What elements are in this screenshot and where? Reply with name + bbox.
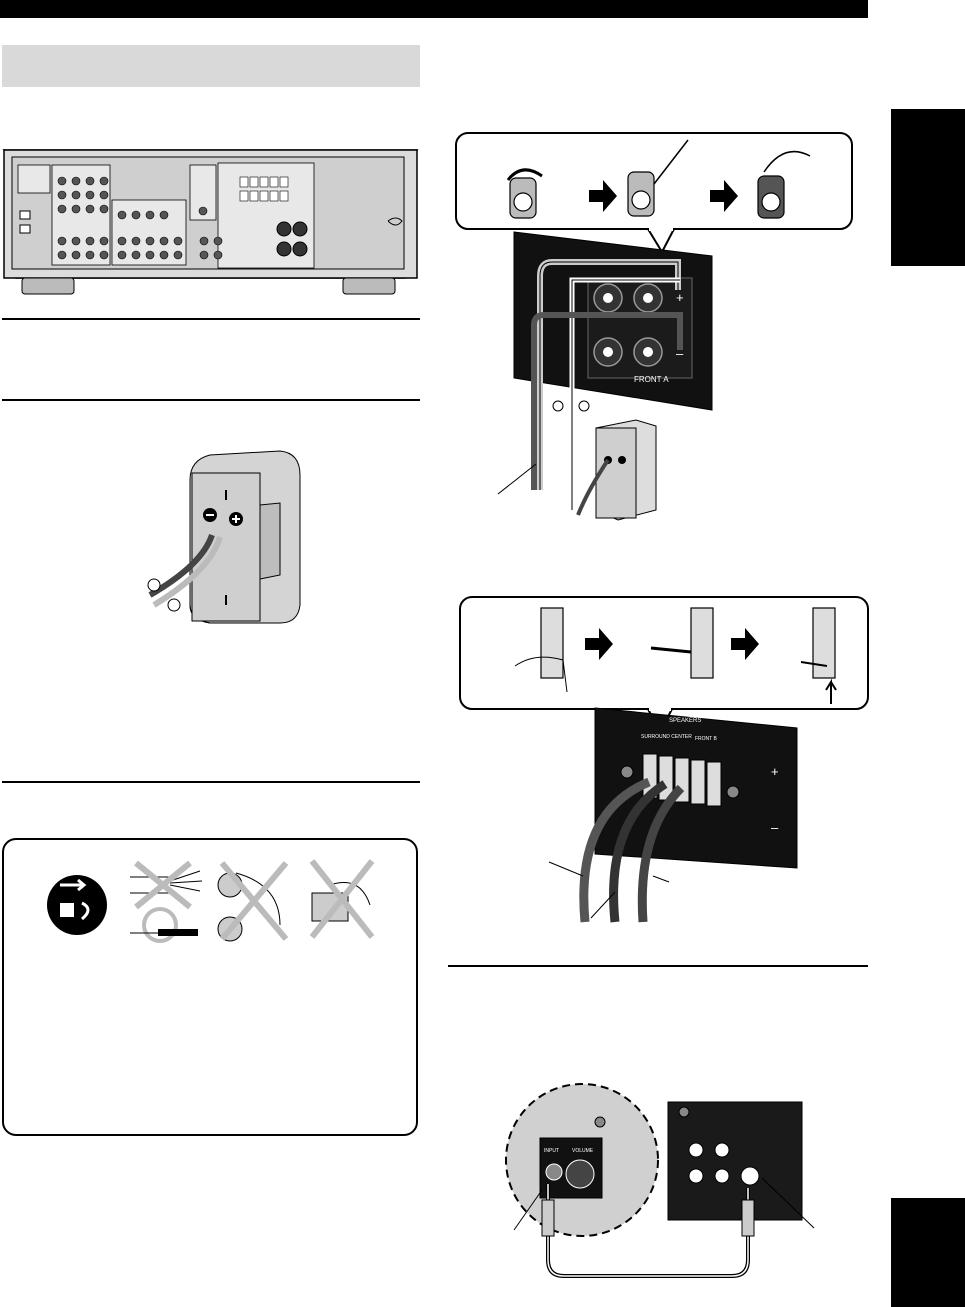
check-circle-icon: [144, 909, 176, 941]
input-label: INPUT: [544, 1148, 559, 1154]
caution-illustrations: [40, 855, 385, 945]
side-tab-bottom: [891, 1198, 965, 1307]
side-tab-top: [891, 109, 965, 266]
plus-sign: +: [676, 290, 684, 305]
divider-rule: [2, 781, 420, 783]
minus-sign-b: –: [771, 820, 779, 835]
header-bar: [0, 0, 868, 18]
plus-sign-b: +: [771, 764, 779, 779]
receiver-rear-panel-illustration: [0, 145, 425, 300]
section-title-box: [2, 45, 420, 87]
volume-label: VOLUME: [572, 1148, 594, 1154]
divider-rule: [2, 318, 420, 320]
divider-rule: [2, 399, 420, 401]
subwoofer-connection-illustration: INPUT VOLUME: [500, 1080, 840, 1285]
front-a-label: FRONT A: [634, 375, 669, 384]
surround-center-label: SURROUND CENTER: [641, 734, 692, 740]
speakers-label: SPEAKERS: [669, 718, 701, 724]
divider-rule: [448, 965, 868, 967]
spring-terminal-connection-illustration: SPEAKERS SURROUND CENTER FRONT B + –: [455, 592, 875, 922]
cross-mark-icon: [136, 863, 190, 907]
binding-post-connection-illustration: + – FRONT A: [448, 130, 858, 530]
speaker-wiring-illustration: [140, 445, 310, 630]
front-b-label: FRONT B: [695, 736, 718, 742]
volume-knob-icon: [566, 1160, 594, 1188]
